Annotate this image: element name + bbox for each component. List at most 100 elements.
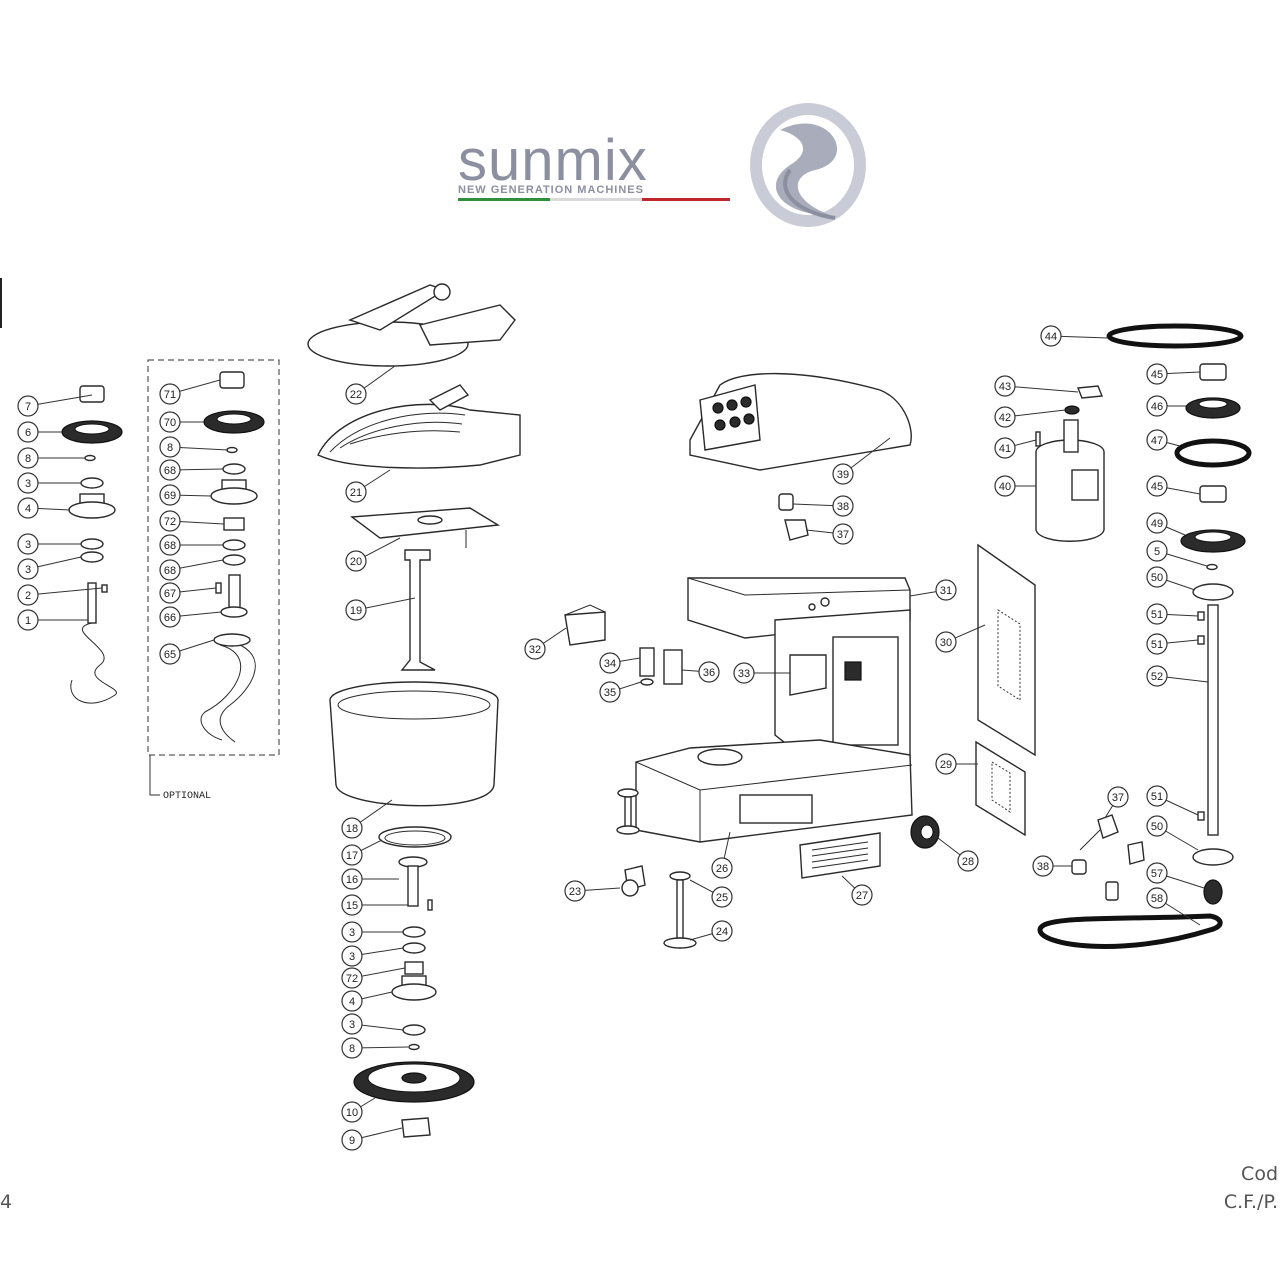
part-34 [639, 647, 655, 677]
callout-39: 39 [832, 463, 854, 485]
callout-15: 15 [341, 894, 363, 916]
part-37 [784, 519, 809, 541]
callout-66: 66 [159, 606, 181, 628]
part-31-hole-2 [808, 603, 816, 611]
callout-circle [832, 463, 854, 485]
callout-number: 36 [703, 667, 715, 679]
callout-50: 50 [1146, 566, 1168, 588]
callout-number: 51 [1151, 609, 1163, 621]
callout-22: 22 [345, 383, 367, 405]
callout-3: 3 [17, 558, 39, 580]
part-68-mid [222, 539, 246, 551]
part-45-top [1199, 363, 1227, 381]
callout-number: 45 [1151, 481, 1163, 493]
part-4-flange [68, 501, 116, 519]
callout-47: 47 [1146, 429, 1168, 451]
callout-circle [159, 643, 181, 665]
callout-number: 16 [346, 874, 358, 886]
callout-circle [832, 523, 854, 545]
callout-circle [1032, 855, 1054, 877]
callout-circle [1146, 475, 1168, 497]
callout-circle [994, 437, 1016, 459]
callout-33: 33 [733, 662, 755, 684]
part-17-ring [378, 826, 452, 848]
callout-31: 31 [935, 579, 957, 601]
part-21-grid [317, 403, 521, 469]
callout-circle [524, 638, 546, 660]
part-41 [1035, 431, 1041, 447]
callout-number: 21 [350, 487, 362, 499]
right-column-parts [1035, 323, 1252, 949]
optional-leader [149, 755, 160, 796]
callout-circle [341, 1013, 363, 1035]
callout-71: 71 [159, 383, 181, 405]
callout-circle [17, 558, 39, 580]
callout-number: 32 [529, 644, 541, 656]
part-28-hub [920, 824, 934, 840]
foot-top [617, 788, 639, 798]
part-22-pivot [433, 283, 451, 301]
callout-number: 19 [350, 605, 362, 617]
callout-circle [17, 421, 39, 443]
swirl-logo-icon [750, 103, 866, 227]
callout-circle [341, 1101, 363, 1123]
callout-circle [159, 484, 181, 506]
part-45-bottom [1199, 485, 1227, 503]
part-1-hook [70, 622, 117, 704]
part-39-button-2 [726, 399, 738, 411]
part-42 [1064, 405, 1080, 415]
part-40-box [1071, 469, 1099, 501]
callout-circle [1040, 325, 1062, 347]
callout-circle [994, 406, 1016, 428]
callout-3: 3 [17, 472, 39, 494]
callout-number: 37 [837, 529, 849, 541]
callout-number: 33 [738, 668, 750, 680]
part-44-belt [1106, 323, 1244, 349]
callout-number: 6 [25, 427, 31, 439]
callout-circle [935, 631, 957, 653]
callout-number: 39 [837, 469, 849, 481]
callout-72: 72 [159, 510, 181, 532]
callout-17: 17 [341, 844, 363, 866]
callout-number: 68 [164, 540, 176, 552]
part-15-shaft [407, 865, 419, 907]
callout-number: 35 [604, 687, 616, 699]
callout-16: 16 [341, 868, 363, 890]
callout-circle [1146, 540, 1168, 562]
callout-circle [1146, 429, 1168, 451]
callout-number: 66 [164, 612, 176, 624]
callout-number: 3 [25, 564, 31, 576]
callout-19: 19 [345, 599, 367, 621]
part-39-button-1 [712, 402, 724, 414]
optional-label: OPTIONAL [163, 791, 211, 802]
callout-circle [994, 475, 1016, 497]
part-72-center [404, 961, 424, 975]
foot-base [616, 825, 640, 835]
callout-number: 25 [716, 892, 728, 904]
callout-21: 21 [345, 481, 367, 503]
frame-control-window [832, 636, 899, 746]
part-38 [778, 493, 794, 511]
callout-number: 69 [164, 490, 176, 502]
callout-number: 68 [164, 565, 176, 577]
callout-32: 32 [524, 638, 546, 660]
callout-3: 3 [341, 921, 363, 943]
callout-number: 24 [716, 926, 728, 938]
part-23-wheel [621, 879, 639, 897]
callout-circle [711, 857, 733, 879]
callout-67: 67 [159, 582, 181, 604]
callout-circle [1146, 566, 1168, 588]
callout-circle [698, 661, 720, 683]
callout-circle [1146, 512, 1168, 534]
callout-number: 71 [164, 389, 176, 401]
callout-41: 41 [994, 437, 1016, 459]
brand-tagline: NEW GENERATION MACHINES [458, 184, 644, 196]
callout-circle [994, 375, 1016, 397]
part-66-shaft [228, 574, 241, 612]
part-25-nut [669, 871, 691, 881]
part-68-top [222, 463, 246, 475]
part-21-wire-3 [349, 430, 461, 445]
callout-36: 36 [698, 661, 720, 683]
callout-circle [341, 945, 363, 967]
part-50-top [1192, 583, 1234, 601]
